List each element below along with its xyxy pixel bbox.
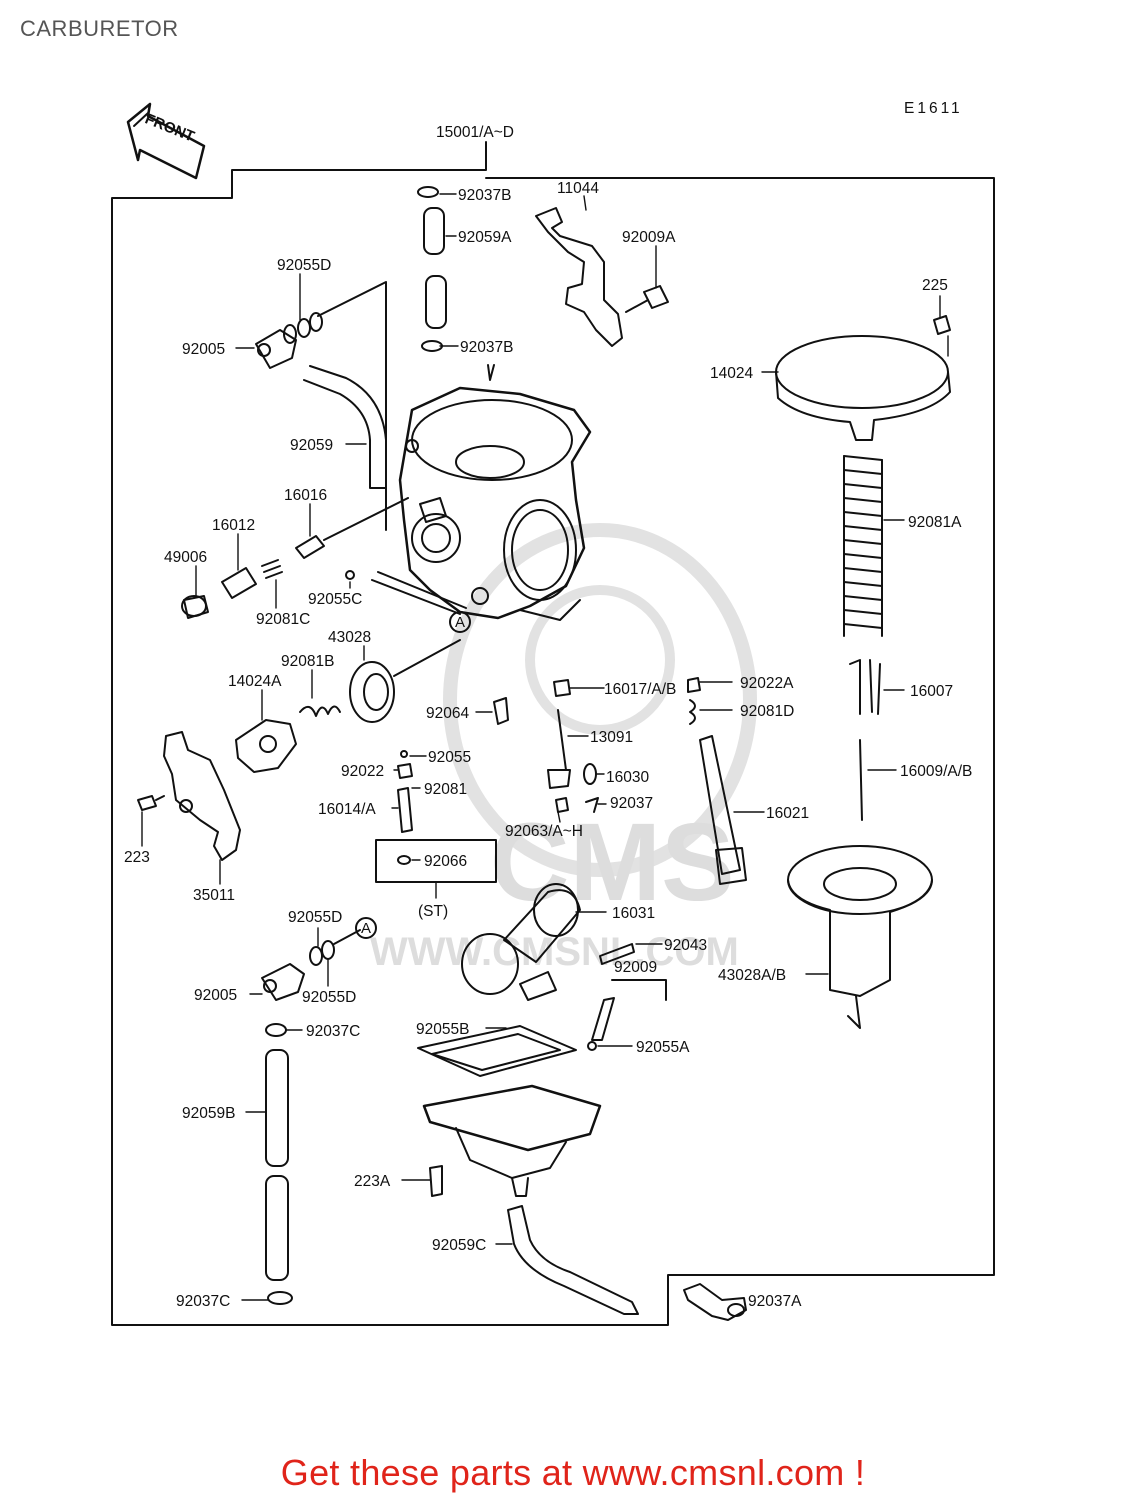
- watermark-brand: CMS: [490, 801, 734, 924]
- part-label: 13091: [590, 729, 633, 746]
- part-label: 43028A/B: [718, 967, 786, 984]
- part-label: 92005: [182, 341, 225, 358]
- diagram-code: E1611: [904, 100, 963, 117]
- part-label: 92009A: [622, 229, 676, 246]
- accel-pump-group-part: [235, 639, 461, 773]
- float-bowl-part: [417, 979, 667, 1315]
- part-label: 225: [922, 277, 948, 294]
- part-label: 49006: [164, 549, 207, 566]
- part-label: 92037C: [306, 1023, 360, 1040]
- float-16031-part: [461, 883, 635, 1001]
- part-label: 92022A: [740, 675, 794, 692]
- part-label: 92059C: [432, 1237, 486, 1254]
- bracket-35011-part: [137, 731, 241, 861]
- part-label: 92009: [614, 959, 657, 976]
- part-label: 92055D: [302, 989, 356, 1006]
- slide-group-part: [687, 315, 951, 1029]
- part-label: 92055D: [277, 257, 331, 274]
- vent-hose-92059A-part: [417, 186, 495, 381]
- part-label: 92063/A~H: [505, 823, 583, 840]
- watermark-url: WWW.CMSNL.COM: [370, 930, 739, 974]
- part-label: 11044: [557, 180, 599, 197]
- part-label: 223: [124, 849, 150, 866]
- part-label: 92081C: [256, 611, 310, 628]
- part-label: 92037B: [458, 187, 511, 204]
- part-label: 16014/A: [318, 801, 376, 818]
- part-label: 92081: [424, 781, 467, 798]
- part-label: 92037: [610, 795, 653, 812]
- part-label: 16012: [212, 517, 255, 534]
- part-label: 16007: [910, 683, 953, 700]
- part-label: 16021: [766, 805, 809, 822]
- marker-a-lower: A: [361, 920, 371, 937]
- part-label: 14024A: [228, 673, 282, 690]
- part-label: 92055B: [416, 1021, 469, 1038]
- clip-92037A-part: [683, 1283, 747, 1321]
- part-label: 92055C: [308, 591, 362, 608]
- pilot-screw-group-part: [181, 497, 409, 619]
- part-label: 16016: [284, 487, 327, 504]
- diagram-labels: E1611 FRONT 15001/A~D (ST) A A 92037B 92…: [124, 100, 972, 1310]
- part-label: 92064: [426, 705, 469, 722]
- part-label: 92081A: [908, 514, 962, 531]
- part-label: 92059: [290, 437, 333, 454]
- part-label: 92037B: [460, 339, 513, 356]
- part-label: 92081B: [281, 653, 334, 670]
- spring-92081A-part: [843, 455, 883, 637]
- part-label: 43028: [328, 629, 371, 646]
- promo-link[interactable]: Get these parts at www.cmsnl.com !: [280, 1452, 866, 1493]
- drain-hose-92059B-part: [261, 917, 377, 1305]
- part-label: 35011: [193, 887, 235, 904]
- leader-lines: [141, 193, 949, 1301]
- part-label: 92005: [194, 987, 237, 1004]
- part-label: 92037A: [748, 1293, 802, 1310]
- bracket-11044-part: [535, 207, 669, 347]
- part-label: 223A: [354, 1173, 391, 1190]
- st-label: (ST): [418, 903, 448, 920]
- part-label: 16031: [612, 905, 655, 922]
- 92055C-oring-part: [345, 570, 471, 633]
- carburetor-body-part: [398, 386, 592, 621]
- part-label: 92066: [424, 853, 467, 870]
- part-label: 16030: [606, 769, 649, 786]
- part-label: 92043: [664, 937, 707, 954]
- part-label: 92081D: [740, 703, 794, 720]
- part-label: 16017/A/B: [604, 681, 676, 698]
- front-arrow-icon: [126, 102, 206, 180]
- cmsnl-watermark: CMS WWW.CMSNL.COM: [370, 523, 757, 974]
- part-label: 92059B: [182, 1105, 235, 1122]
- assembly-label: 15001/A~D: [436, 124, 514, 141]
- part-label: 92055A: [636, 1039, 690, 1056]
- part-label: 16009/A/B: [900, 763, 972, 780]
- part-label: 92055: [428, 749, 471, 766]
- part-label: 92037C: [176, 1293, 230, 1310]
- page-title: CARBURETOR: [20, 16, 179, 41]
- part-label: 92059A: [458, 229, 512, 246]
- part-label: 92055D: [288, 909, 342, 926]
- elbow-92005-upper-part: [255, 281, 387, 531]
- part-label: 14024: [710, 365, 753, 382]
- assembly-boundary: [111, 141, 995, 1326]
- marker-a-upper: A: [455, 614, 465, 631]
- front-label: FRONT: [142, 110, 196, 145]
- part-label: 92022: [341, 763, 384, 780]
